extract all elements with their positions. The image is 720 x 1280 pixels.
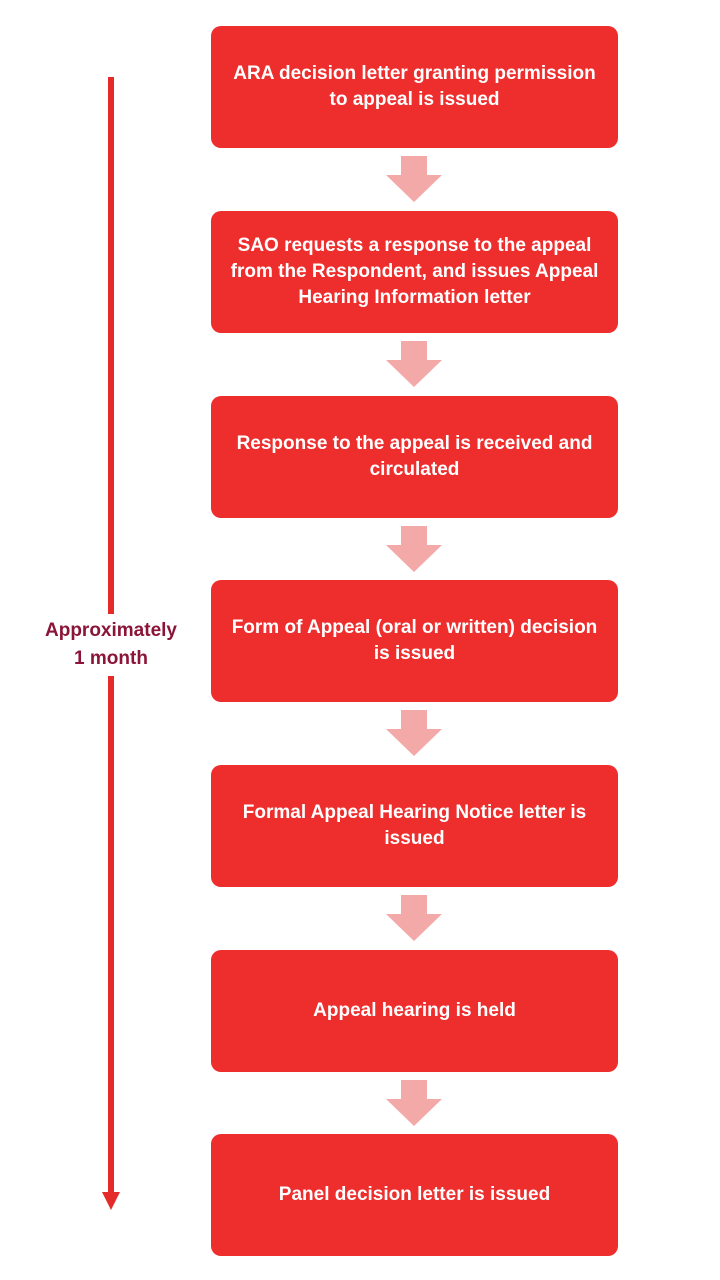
down-arrow-icon [386, 526, 442, 572]
down-arrow-icon [386, 156, 442, 202]
timeline-duration-label: Approximately 1 month [26, 617, 196, 673]
step-label: Response to the appeal is received and c… [236, 433, 593, 480]
step-label: SAO requests a response to the appeal fr… [230, 235, 599, 308]
step-panel-decision-letter: Panel decision letter is issued [211, 1134, 618, 1256]
down-arrow-icon [386, 895, 442, 941]
step-label: Form of Appeal (oral or written) decisio… [231, 617, 598, 664]
step-label: Panel decision letter is issued [278, 1184, 551, 1205]
step-sao-request-response: SAO requests a response to the appeal fr… [211, 211, 618, 333]
duration-line-2: 1 month [74, 648, 148, 669]
step-appeal-hearing-held: Appeal hearing is held [211, 950, 618, 1072]
step-label: Formal Appeal Hearing Notice letter is i… [242, 802, 587, 849]
down-arrow-icon [386, 710, 442, 756]
step-response-received: Response to the appeal is received and c… [211, 396, 618, 518]
step-form-of-appeal-decision: Form of Appeal (oral or written) decisio… [211, 580, 618, 702]
timeline-line-upper [108, 77, 114, 614]
timeline-arrowhead-icon [102, 1192, 120, 1210]
step-label: Appeal hearing is held [313, 1000, 516, 1021]
duration-line-1: Approximately [45, 620, 177, 641]
down-arrow-icon [386, 341, 442, 387]
down-arrow-icon [386, 1080, 442, 1126]
step-ara-decision-letter: ARA decision letter granting permission … [211, 26, 618, 148]
step-hearing-notice-letter: Formal Appeal Hearing Notice letter is i… [211, 765, 618, 887]
timeline-line-lower [108, 676, 114, 1196]
step-label: ARA decision letter granting permission … [233, 63, 596, 110]
